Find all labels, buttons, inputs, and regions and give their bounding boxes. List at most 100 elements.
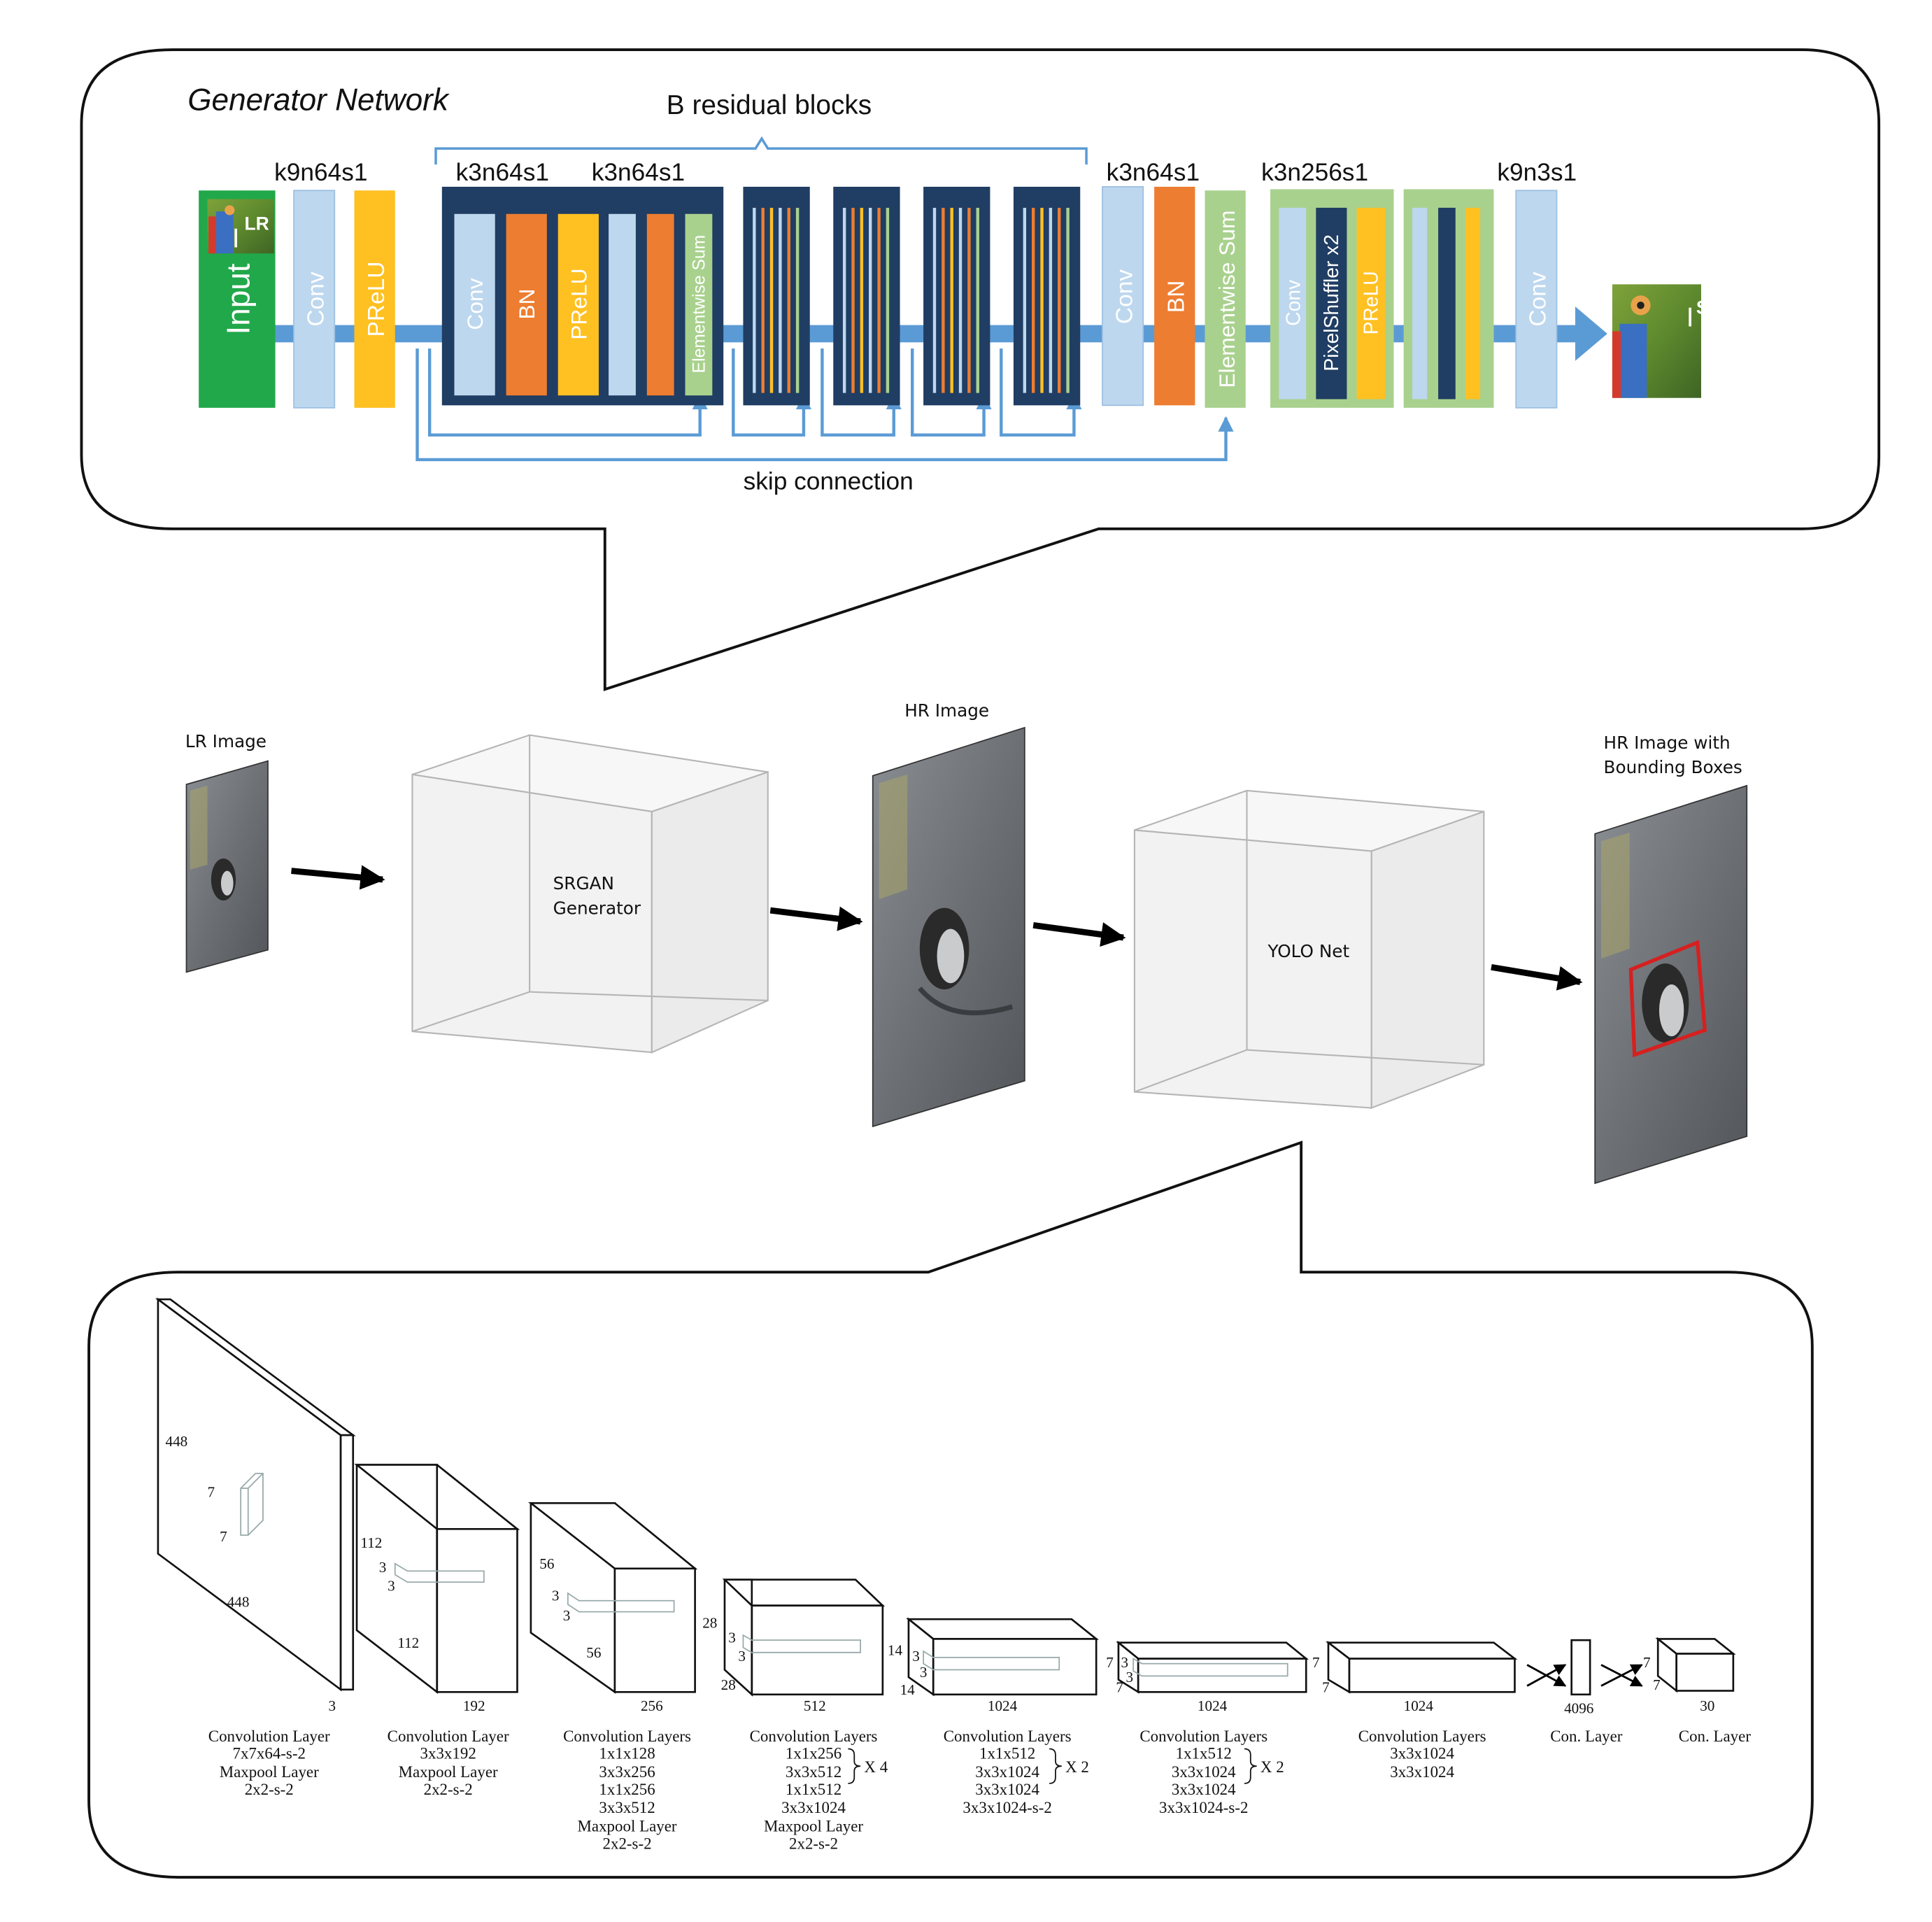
bn-layer bbox=[1154, 186, 1195, 406]
caption-4-line-6: Maxpool Layer bbox=[764, 1818, 863, 1835]
caption-4-line-3: 3x3x512 bbox=[786, 1763, 841, 1781]
conv-layer-2 bbox=[1102, 186, 1144, 407]
dim-7-b: 7 bbox=[220, 1528, 227, 1545]
caption-layer-3: Convolution Layers 1x1x128 3x3x256 1x1x2… bbox=[563, 1727, 691, 1853]
yolo-kernel-box-3 bbox=[567, 1592, 675, 1613]
dim-3-e2: 3 bbox=[920, 1664, 928, 1681]
repeat-brace-x2-b: X 2 bbox=[1244, 1748, 1284, 1784]
caption-6-line-2: 1x1x512 bbox=[1176, 1745, 1232, 1762]
dim-3-c1: 3 bbox=[552, 1588, 560, 1604]
residual-prelu-label: PReLU bbox=[566, 268, 591, 339]
residual-skip-line-1 bbox=[427, 348, 708, 437]
repeat-brace-x2-a: X 2 bbox=[1049, 1748, 1089, 1784]
bbox-image-label-line1: HR Image with bbox=[1604, 733, 1731, 753]
yolo-block-6 bbox=[1116, 1640, 1309, 1694]
caption-3-line-6: Maxpool Layer bbox=[578, 1818, 677, 1835]
yolo-block-5 bbox=[906, 1617, 1099, 1697]
yolo-kernel-box-2 bbox=[394, 1562, 485, 1583]
pixelshuffler-1 bbox=[1316, 207, 1347, 400]
kernel-label-2: k3n64s1 bbox=[456, 159, 549, 186]
dim-256: 256 bbox=[641, 1697, 663, 1714]
repeat-x4-label: X 4 bbox=[864, 1758, 888, 1776]
caption-1-line-1: Convolution Layer bbox=[208, 1727, 330, 1745]
caption-3-line-3: 3x3x256 bbox=[599, 1763, 655, 1781]
upsample-conv-1 bbox=[1279, 207, 1307, 400]
kernel-label-1: k9n64s1 bbox=[274, 159, 367, 186]
dim-7-h2: 7 bbox=[1653, 1676, 1661, 1693]
residual-conv-1-label: Conv bbox=[462, 278, 488, 330]
upsample-conv-1-label: Conv bbox=[1281, 279, 1304, 326]
caption-4-line-2: 1x1x256 bbox=[786, 1745, 841, 1762]
upsample-prelu-1-label: PReLU bbox=[1360, 271, 1382, 334]
output-image bbox=[1612, 284, 1701, 398]
dim-1024-b: 1024 bbox=[1198, 1697, 1228, 1714]
repeat-brace-x4: X 4 bbox=[848, 1748, 888, 1784]
input-thumbnail bbox=[207, 199, 274, 254]
generator-callout: Generator Network B residual blocks k9n6… bbox=[80, 48, 1881, 691]
dim-7-h1: 7 bbox=[1643, 1654, 1651, 1671]
dim-3-f2: 3 bbox=[1126, 1669, 1134, 1686]
input-symbol: I bbox=[232, 223, 240, 253]
yolo-kernel-box-4 bbox=[742, 1634, 861, 1653]
caption-layer-5: Convolution Layers 1x1x512 3x3x1024 3x3x… bbox=[944, 1727, 1072, 1816]
kernel-label-4: k3n64s1 bbox=[1107, 159, 1200, 186]
dim-28-b: 28 bbox=[721, 1676, 736, 1693]
yolo-block-2 bbox=[354, 1464, 520, 1694]
main-flow-arrowhead bbox=[1575, 306, 1607, 361]
upsample-prelu-2 bbox=[1465, 207, 1481, 400]
caption-5-line-4: 3x3x1024 bbox=[975, 1781, 1039, 1798]
dim-192: 192 bbox=[463, 1697, 485, 1714]
caption-layer-6: Convolution Layers 1x1x512 3x3x1024 3x3x… bbox=[1139, 1727, 1267, 1816]
yolo-output-block bbox=[1655, 1637, 1736, 1693]
caption-4-line-5: 3x3x1024 bbox=[781, 1799, 846, 1816]
output-superscript: SR bbox=[1696, 297, 1722, 318]
caption-6-line-5: 3x3x1024-s-2 bbox=[1159, 1799, 1248, 1816]
caption-5-line-1: Convolution Layers bbox=[944, 1727, 1072, 1745]
lr-image-label: LR Image bbox=[185, 731, 267, 751]
residual-prelu bbox=[557, 213, 599, 396]
caption-4-line-7: 2x2-s-2 bbox=[789, 1835, 838, 1852]
dim-14-b: 14 bbox=[900, 1681, 916, 1698]
dim-7-g2: 7 bbox=[1322, 1679, 1330, 1695]
prelu-layer-1 bbox=[354, 190, 395, 408]
dim-30: 30 bbox=[1700, 1697, 1714, 1714]
elementwise-sum-label: Elementwise Sum bbox=[1214, 210, 1240, 388]
arrow-srgan-to-hr bbox=[769, 906, 863, 931]
caption-3-line-5: 3x3x512 bbox=[599, 1799, 655, 1816]
output-symbol: I bbox=[1686, 302, 1694, 332]
yolo-block-4 bbox=[722, 1578, 886, 1697]
caption-6-line-1: Convolution Layers bbox=[1139, 1727, 1267, 1745]
caption-1-line-4: 2x2-s-2 bbox=[245, 1781, 294, 1798]
arrow-yolo-to-output bbox=[1491, 963, 1583, 991]
dim-3-channels: 3 bbox=[328, 1697, 336, 1714]
caption-6-line-3: 3x3x1024 bbox=[1172, 1763, 1236, 1781]
caption-2-line-1: Convolution Layer bbox=[388, 1727, 509, 1745]
yolo-kernel-box-6 bbox=[1132, 1658, 1288, 1677]
dim-512: 512 bbox=[804, 1697, 826, 1714]
yolo-block-7 bbox=[1326, 1641, 1518, 1694]
residual-conv-2 bbox=[609, 213, 636, 396]
caption-4-line-4: 1x1x512 bbox=[786, 1781, 841, 1798]
caption-layer-4: Convolution Layers 1x1x256 3x3x512 1x1x5… bbox=[750, 1727, 878, 1853]
residual-blocks-label: B residual blocks bbox=[667, 90, 872, 120]
residual-esum-label: Elementwise Sum bbox=[690, 235, 709, 374]
residual-block-4 bbox=[923, 186, 990, 406]
yolo-fc-layer bbox=[1570, 1639, 1591, 1696]
dim-3-d2: 3 bbox=[738, 1648, 746, 1665]
dim-112-a: 112 bbox=[360, 1534, 382, 1551]
caption-2-line-3: Maxpool Layer bbox=[399, 1763, 498, 1781]
arrow-lr-to-srgan bbox=[291, 865, 385, 890]
conv-layer-2-label: Conv bbox=[1111, 269, 1137, 324]
caption-1-line-2: 7x7x64-s-2 bbox=[232, 1745, 305, 1762]
conv-layer-1-label: Conv bbox=[303, 271, 329, 326]
dim-448-width: 448 bbox=[227, 1594, 250, 1611]
arrow-hr-to-yolo bbox=[1032, 921, 1126, 947]
residual-block-3 bbox=[833, 186, 900, 406]
residual-conv-1 bbox=[454, 213, 495, 396]
yolo-callout: 448 448 7 7 3 112 112 3 3 192 56 56 3 3 … bbox=[87, 1140, 1814, 1879]
bbox-image-label-line2: Bounding Boxes bbox=[1604, 757, 1742, 777]
caption-3-line-2: 1x1x128 bbox=[599, 1745, 655, 1762]
lr-image bbox=[185, 760, 269, 973]
generator-title: Generator Network bbox=[187, 83, 450, 118]
dim-7-f1: 7 bbox=[1106, 1654, 1114, 1671]
